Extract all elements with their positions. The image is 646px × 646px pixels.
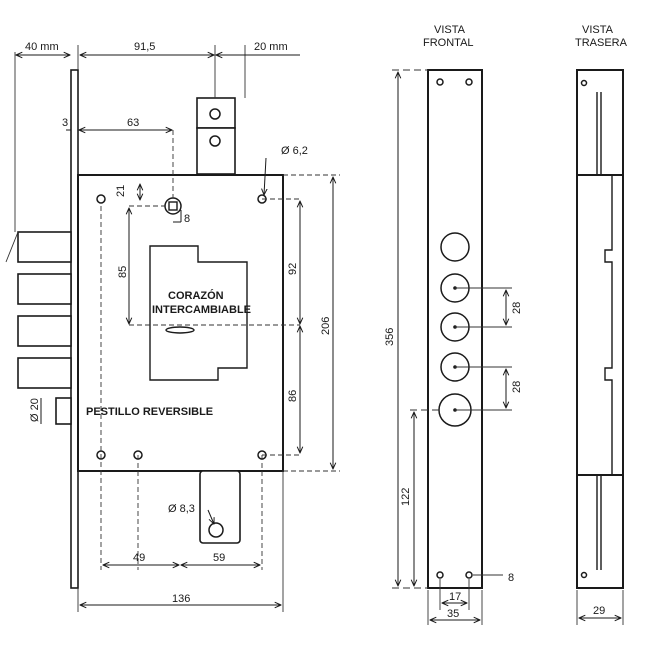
dim-8-front: 8 [508, 572, 514, 584]
dim-91-5: 91,5 [134, 41, 155, 53]
front-view-title-1: VISTA [434, 24, 466, 36]
core-label-2: INTERCAMBIABLE [152, 304, 251, 316]
dim-phi-20: Ø 20 [29, 398, 41, 422]
front-view [392, 69, 512, 625]
back-rail [604, 175, 613, 475]
dim-206: 206 [320, 317, 332, 335]
back-view-title-2: TRASERA [575, 37, 628, 49]
dim-92: 92 [287, 263, 299, 275]
lock-body [77, 174, 284, 472]
dim-85: 85 [117, 266, 129, 278]
dim-28-a: 28 [511, 302, 523, 314]
dim-21: 21 [115, 185, 127, 197]
dim-86: 86 [287, 390, 299, 402]
deadbolt-2 [17, 273, 72, 305]
front-view-title-2: FRONTAL [423, 37, 474, 49]
back-body [576, 174, 624, 476]
dim-phi-6-2: Ø 6,2 [281, 145, 308, 157]
core-label-1: CORAZÓN [168, 289, 224, 302]
follower [164, 197, 182, 215]
dim-29: 29 [593, 605, 605, 617]
faceplate [70, 69, 79, 589]
latch-tongue [55, 397, 72, 425]
dim-28-b: 28 [511, 381, 523, 393]
deadbolt-1 [17, 231, 72, 263]
dim-35: 35 [447, 608, 459, 620]
dim-40mm: 40 mm [25, 41, 59, 53]
dim-phi-8-3: Ø 8,3 [168, 503, 195, 515]
front-plate [427, 69, 483, 589]
dim-59: 59 [213, 552, 225, 564]
dim-49: 49 [133, 552, 145, 564]
back-view-title-1: VISTA [582, 24, 614, 36]
latch-label: PESTILLO REVERSIBLE [86, 406, 213, 418]
dim-136: 136 [172, 593, 190, 605]
dim-3: 3 [62, 117, 68, 129]
dim-17: 17 [449, 591, 461, 603]
deadbolt-4 [17, 357, 72, 389]
side-view [5, 45, 340, 612]
dim-356: 356 [384, 328, 396, 346]
cylinder-cam [165, 326, 195, 334]
top-bolt-lower [196, 127, 236, 175]
dim-20mm: 20 mm [254, 41, 288, 53]
dim-122: 122 [400, 488, 412, 506]
dim-8-small: 8 [184, 213, 190, 225]
deadbolt-3 [17, 315, 72, 347]
back-view [576, 69, 624, 625]
bolt-hole-1 [440, 232, 470, 262]
back-plate [576, 69, 624, 589]
core-outline [149, 245, 248, 381]
dim-63: 63 [127, 117, 139, 129]
